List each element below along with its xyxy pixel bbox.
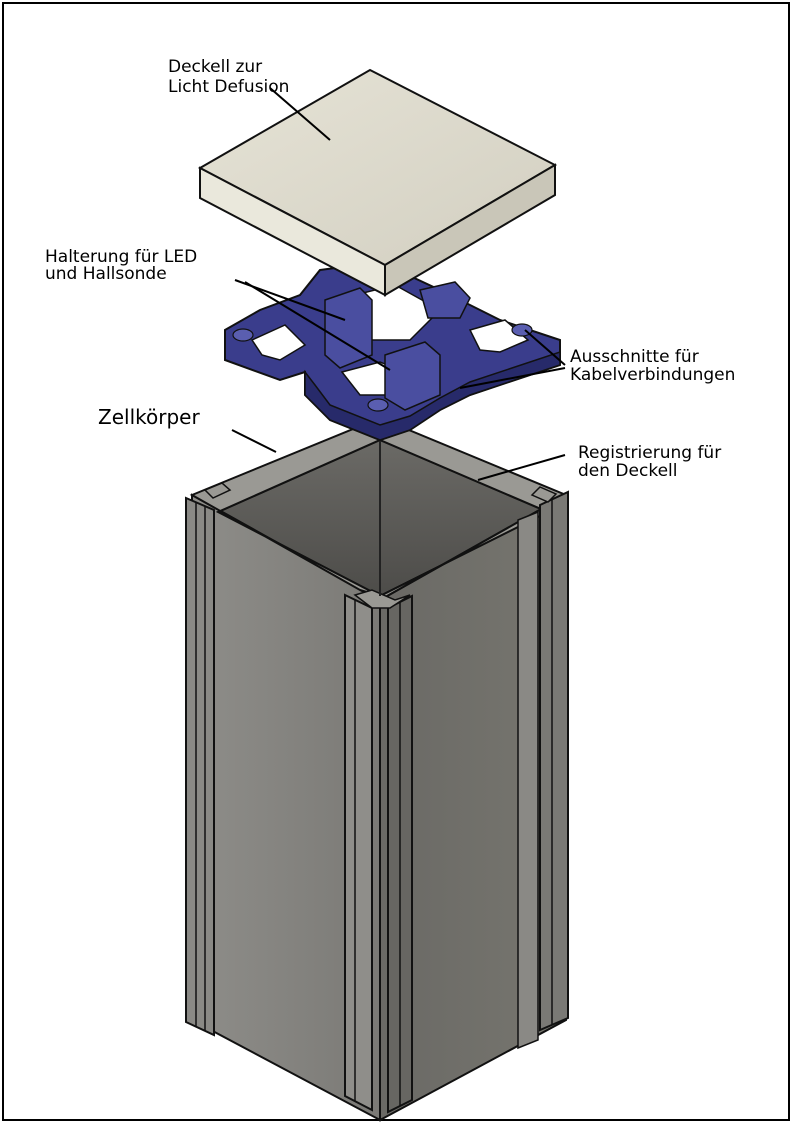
leader-cutouts-1 [524,329,566,366]
holder-post-right [419,281,471,319]
label-registration-line2: den Deckell [578,461,677,481]
label-cutouts-line2: Kabelverbindungen [570,365,735,385]
rail-right [539,490,569,1032]
label-cutouts-line1: Ausschnitte für [570,347,699,367]
label-holder-line2: und Hallsonde [45,264,167,284]
lid-top-face [197,68,558,267]
rim-notch-left [203,482,232,499]
labels: Deckell zur Licht Defusion Halterung für… [45,57,735,481]
leader-lid [269,87,331,141]
leader-body [231,429,277,453]
label-registration-line1: Registrierung für [578,443,721,463]
holder-post-left [324,287,373,369]
label-lid-line2: Licht Defusion [168,77,289,97]
rail-front-left [344,593,373,1112]
rail-left [185,496,215,1037]
label-body: Zellkörper [98,405,200,429]
leader-cutouts-2 [459,367,566,389]
cutout-left [250,324,307,361]
label-lid-line1: Deckell zur [168,57,262,77]
cell-body [185,416,569,1122]
rim-notch-right [530,486,558,503]
label-holder-line1: Halterung für LED [45,247,197,267]
lid-right-side [384,163,556,297]
diffuser-lid [197,68,558,297]
rail-right-lip [517,510,539,1050]
holder-pad-1 [232,328,254,342]
leader-registration [477,454,566,481]
holder-pad-3 [367,398,389,412]
leader-holder-2 [244,281,391,371]
rim-notch-front [353,589,411,609]
holder-post-front [384,341,441,411]
led-holder-underside [304,350,561,441]
leader-lines [231,87,566,481]
